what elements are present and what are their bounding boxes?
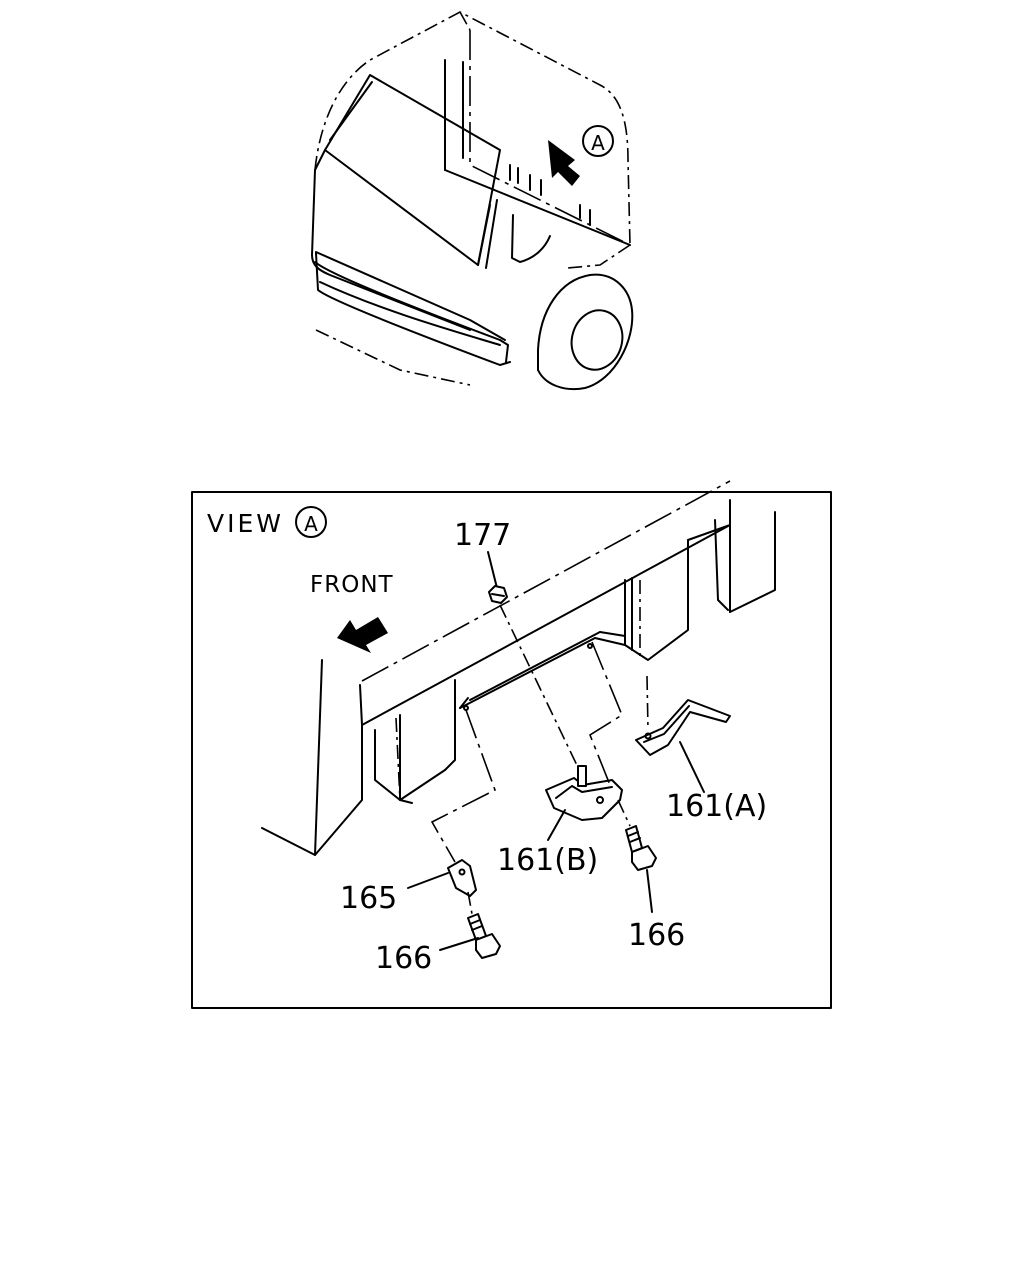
label-166-right: 166 bbox=[628, 918, 685, 953]
view-a-detail-panel: VIEW A FRONT 177 bbox=[191, 480, 832, 1009]
detail-frame bbox=[191, 491, 832, 1009]
view-letter: A bbox=[304, 512, 318, 536]
truck-cab-illustration: A bbox=[311, 11, 634, 390]
label-165: 165 bbox=[340, 881, 397, 916]
part-165-clip bbox=[447, 859, 477, 897]
view-label: VIEW bbox=[207, 509, 284, 538]
view-callout-circle-icon bbox=[295, 506, 327, 538]
label-161b: 161(B) bbox=[497, 843, 598, 878]
label-166-left: 166 bbox=[375, 941, 432, 976]
part-161a-bracket bbox=[635, 699, 731, 756]
callout-circle-icon bbox=[582, 125, 614, 157]
front-label: FRONT bbox=[310, 572, 394, 598]
label-177: 177 bbox=[454, 518, 511, 553]
view-direction-arrow bbox=[548, 140, 580, 186]
callout-letter: A bbox=[591, 131, 605, 155]
front-arrow-icon bbox=[337, 617, 388, 653]
label-161a: 161(A) bbox=[666, 789, 767, 824]
